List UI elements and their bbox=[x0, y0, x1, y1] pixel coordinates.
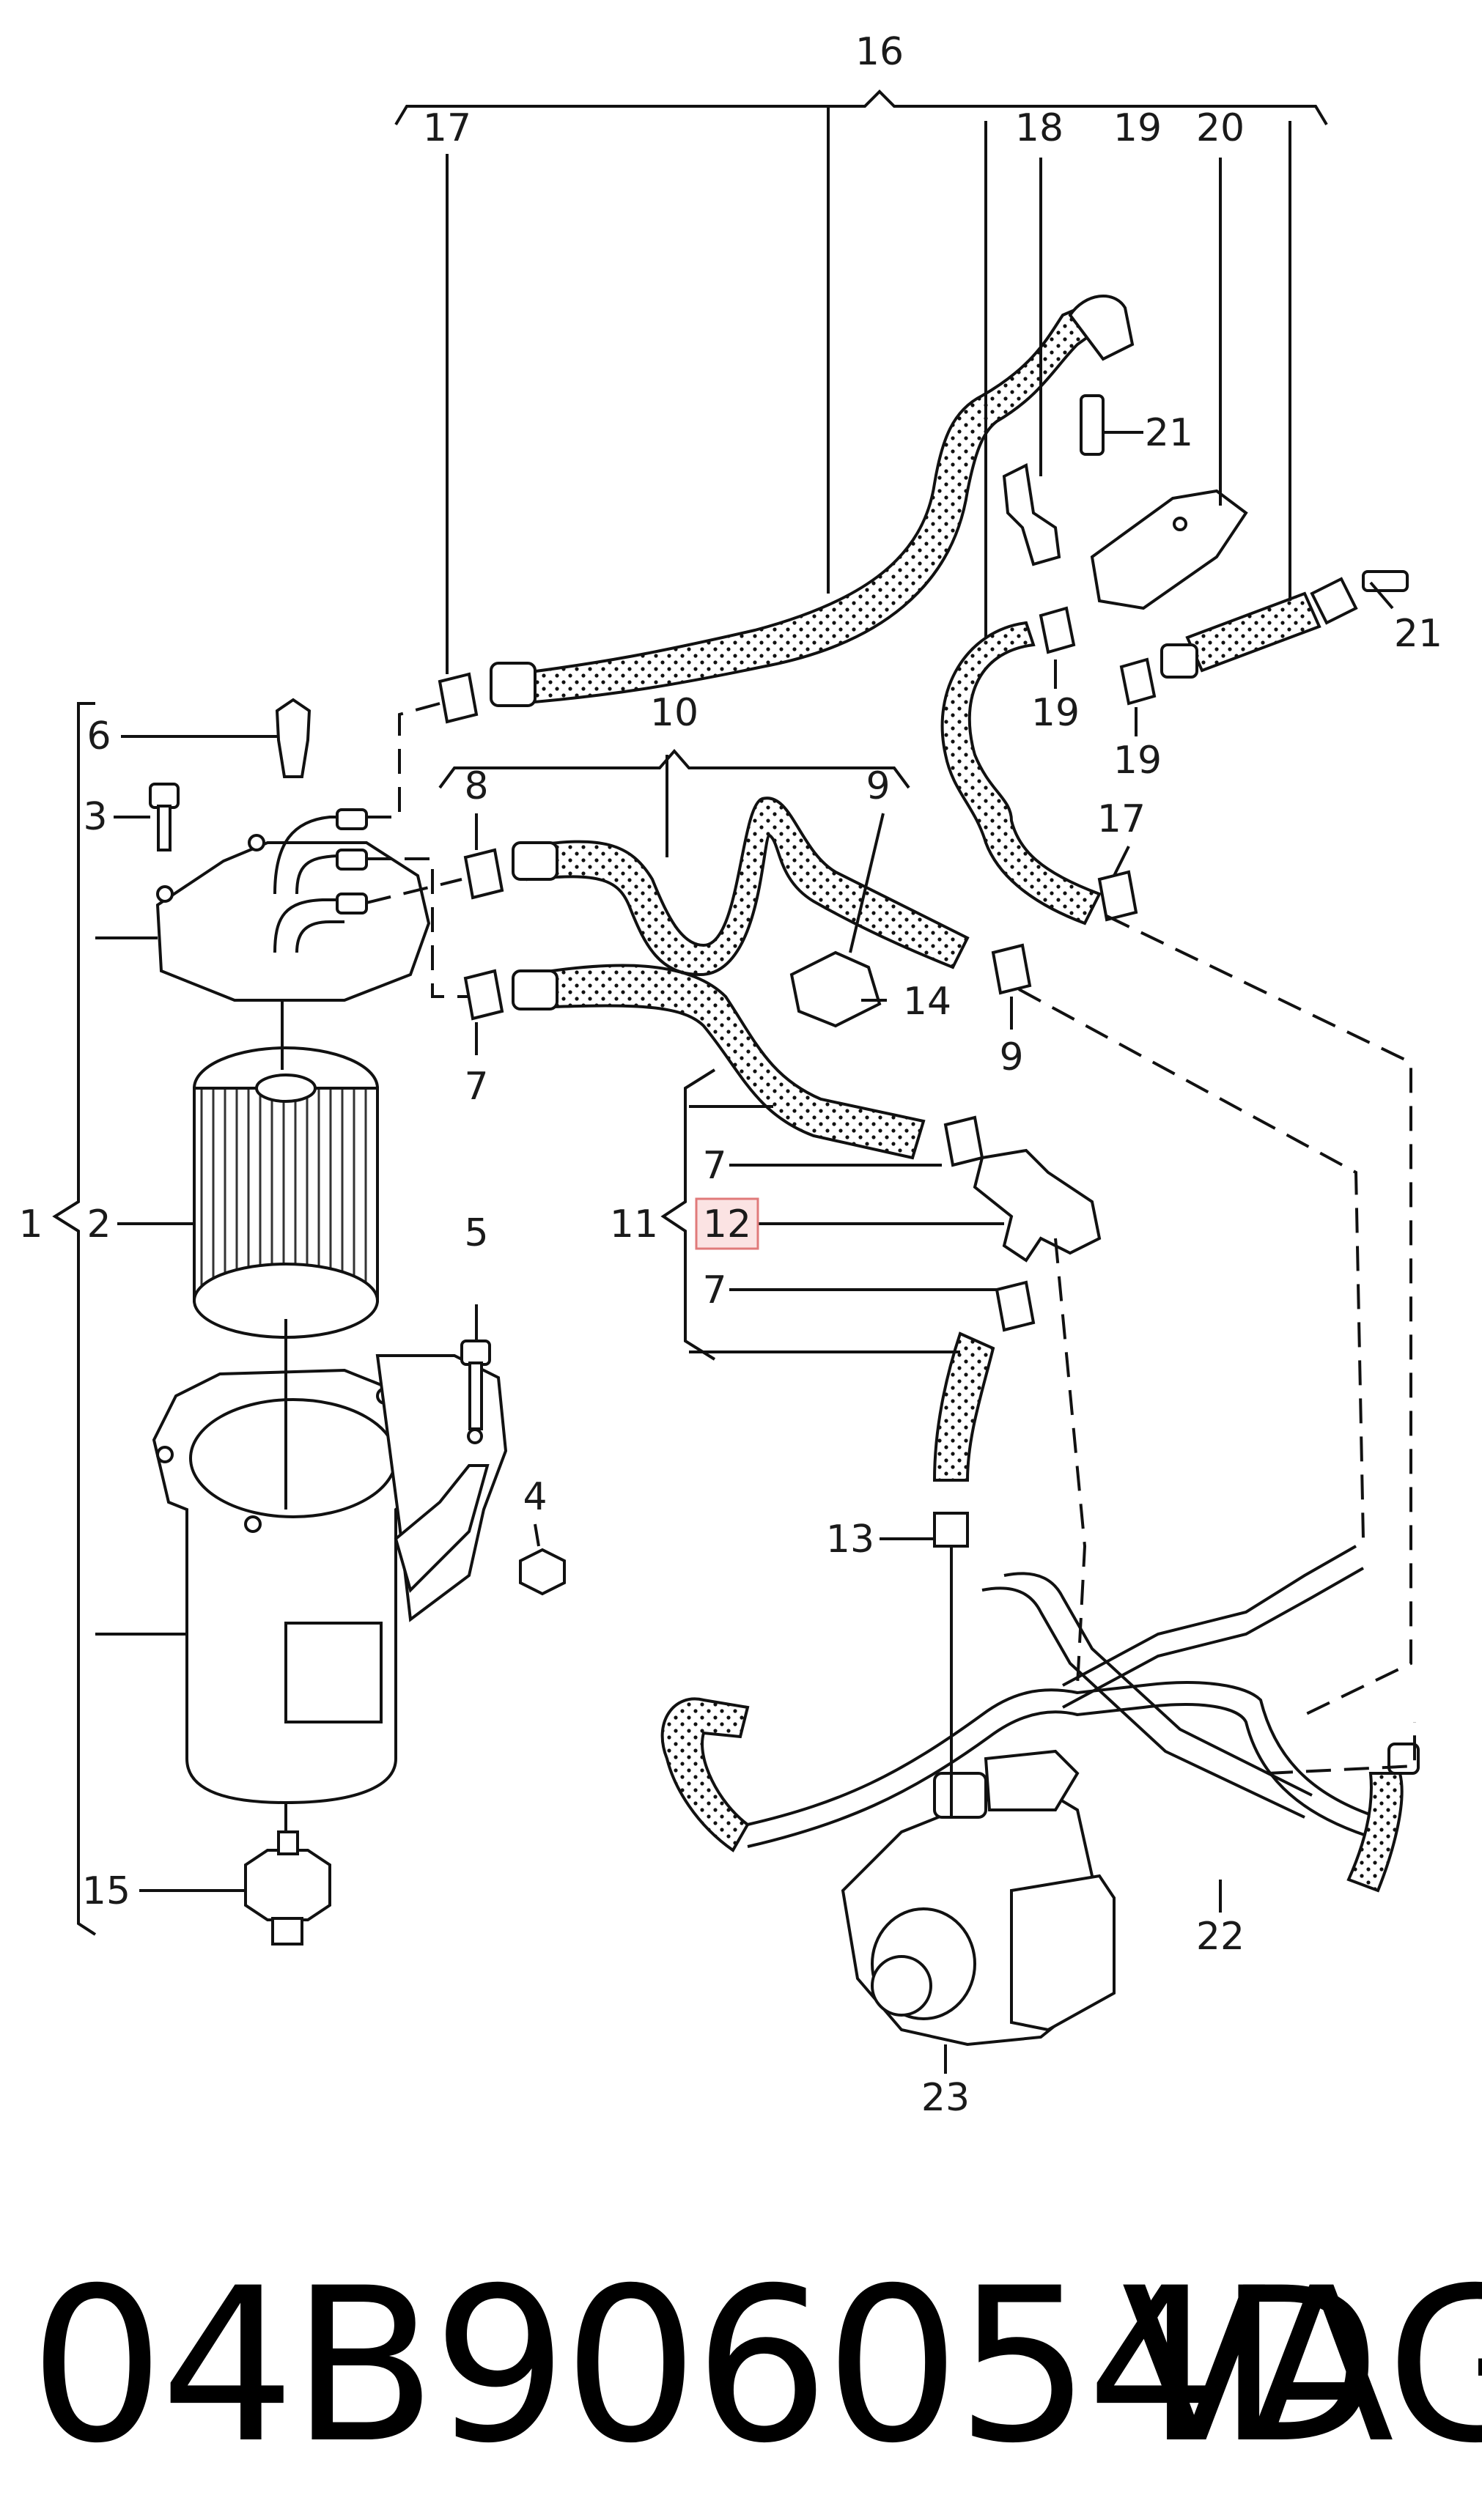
callout-7-lower: 7 bbox=[702, 1268, 726, 1312]
hose-16 bbox=[490, 295, 1135, 707]
group-bracket-11 bbox=[660, 1068, 716, 1361]
hose-13 bbox=[932, 1331, 995, 1482]
callout-4: 4 bbox=[523, 1475, 547, 1519]
callout-21-upper: 21 bbox=[1145, 411, 1193, 455]
group-bracket-16 bbox=[394, 89, 1328, 126]
group-bracket-10 bbox=[438, 748, 910, 789]
high-pressure-pump-23 bbox=[841, 1749, 1116, 2047]
hose-20 bbox=[1160, 570, 1409, 679]
footer: 04B906054D VAG bbox=[0, 2257, 1482, 2477]
callout-16: 16 bbox=[855, 30, 904, 74]
connector-12 bbox=[973, 1148, 1102, 1263]
sensor-15 bbox=[244, 1830, 331, 1946]
return-hose bbox=[660, 1697, 1420, 1893]
callout-13: 13 bbox=[826, 1518, 874, 1562]
callout-labels: 16 17 18 19 20 21 21 19 19 10 6 3 8 9 17… bbox=[18, 30, 1442, 2120]
callout-5: 5 bbox=[464, 1211, 488, 1255]
connector-21-upper bbox=[1080, 394, 1105, 456]
screw-3 bbox=[149, 783, 180, 851]
fuel-line-22 bbox=[747, 1545, 1379, 1848]
part-number: 04B906054D bbox=[29, 2243, 1381, 2490]
valve-6 bbox=[275, 698, 311, 778]
callout-9-mid: 9 bbox=[999, 1035, 1023, 1079]
clips bbox=[438, 606, 1157, 1548]
callout-10: 10 bbox=[650, 691, 698, 735]
callout-20: 20 bbox=[1196, 106, 1245, 150]
callout-19-right: 19 bbox=[1113, 739, 1162, 783]
filter-element bbox=[193, 1046, 379, 1339]
callout-19-top: 19 bbox=[1113, 106, 1162, 150]
group-bracket-1 bbox=[52, 702, 97, 1936]
clip-14 bbox=[789, 950, 882, 1028]
leader-lines bbox=[95, 106, 1394, 2074]
callout-21-right: 21 bbox=[1394, 612, 1442, 656]
hose-10-upper bbox=[512, 797, 970, 977]
callout-12-highlight bbox=[695, 1197, 759, 1250]
hose-10-lower bbox=[512, 964, 926, 1160]
callout-3: 3 bbox=[83, 795, 107, 839]
callout-6: 6 bbox=[86, 714, 111, 758]
callout-17-right: 17 bbox=[1097, 797, 1146, 841]
nut-4 bbox=[519, 1548, 566, 1596]
filter-cover bbox=[155, 834, 431, 1002]
callout-17-top: 17 bbox=[423, 106, 471, 150]
callout-11-label: 11 bbox=[610, 1202, 658, 1246]
callout-12: 12 bbox=[703, 1202, 751, 1246]
callout-7-upper: 7 bbox=[702, 1144, 726, 1188]
callout-23: 23 bbox=[921, 2076, 970, 2120]
brand-name: VAG bbox=[1121, 2243, 1482, 2490]
holder-18 bbox=[1002, 462, 1061, 566]
filter-cover-pipes bbox=[273, 808, 368, 953]
callout-15: 15 bbox=[82, 1869, 130, 1913]
hose-19 bbox=[940, 621, 1102, 925]
dashed-routing-lines bbox=[366, 702, 1416, 1775]
pressure-damper-20 bbox=[1090, 489, 1248, 610]
callout-1: 1 bbox=[18, 1202, 43, 1246]
callout-22-label: 22 bbox=[1196, 1915, 1245, 1959]
callout-14: 14 bbox=[903, 980, 951, 1024]
callout-9-top: 9 bbox=[866, 764, 890, 808]
callout-18: 18 bbox=[1015, 106, 1063, 150]
callout-8: 8 bbox=[464, 764, 488, 808]
callout-7-left: 7 bbox=[464, 1065, 488, 1109]
callout-2: 2 bbox=[86, 1202, 111, 1246]
callout-19-mid: 19 bbox=[1031, 691, 1080, 735]
